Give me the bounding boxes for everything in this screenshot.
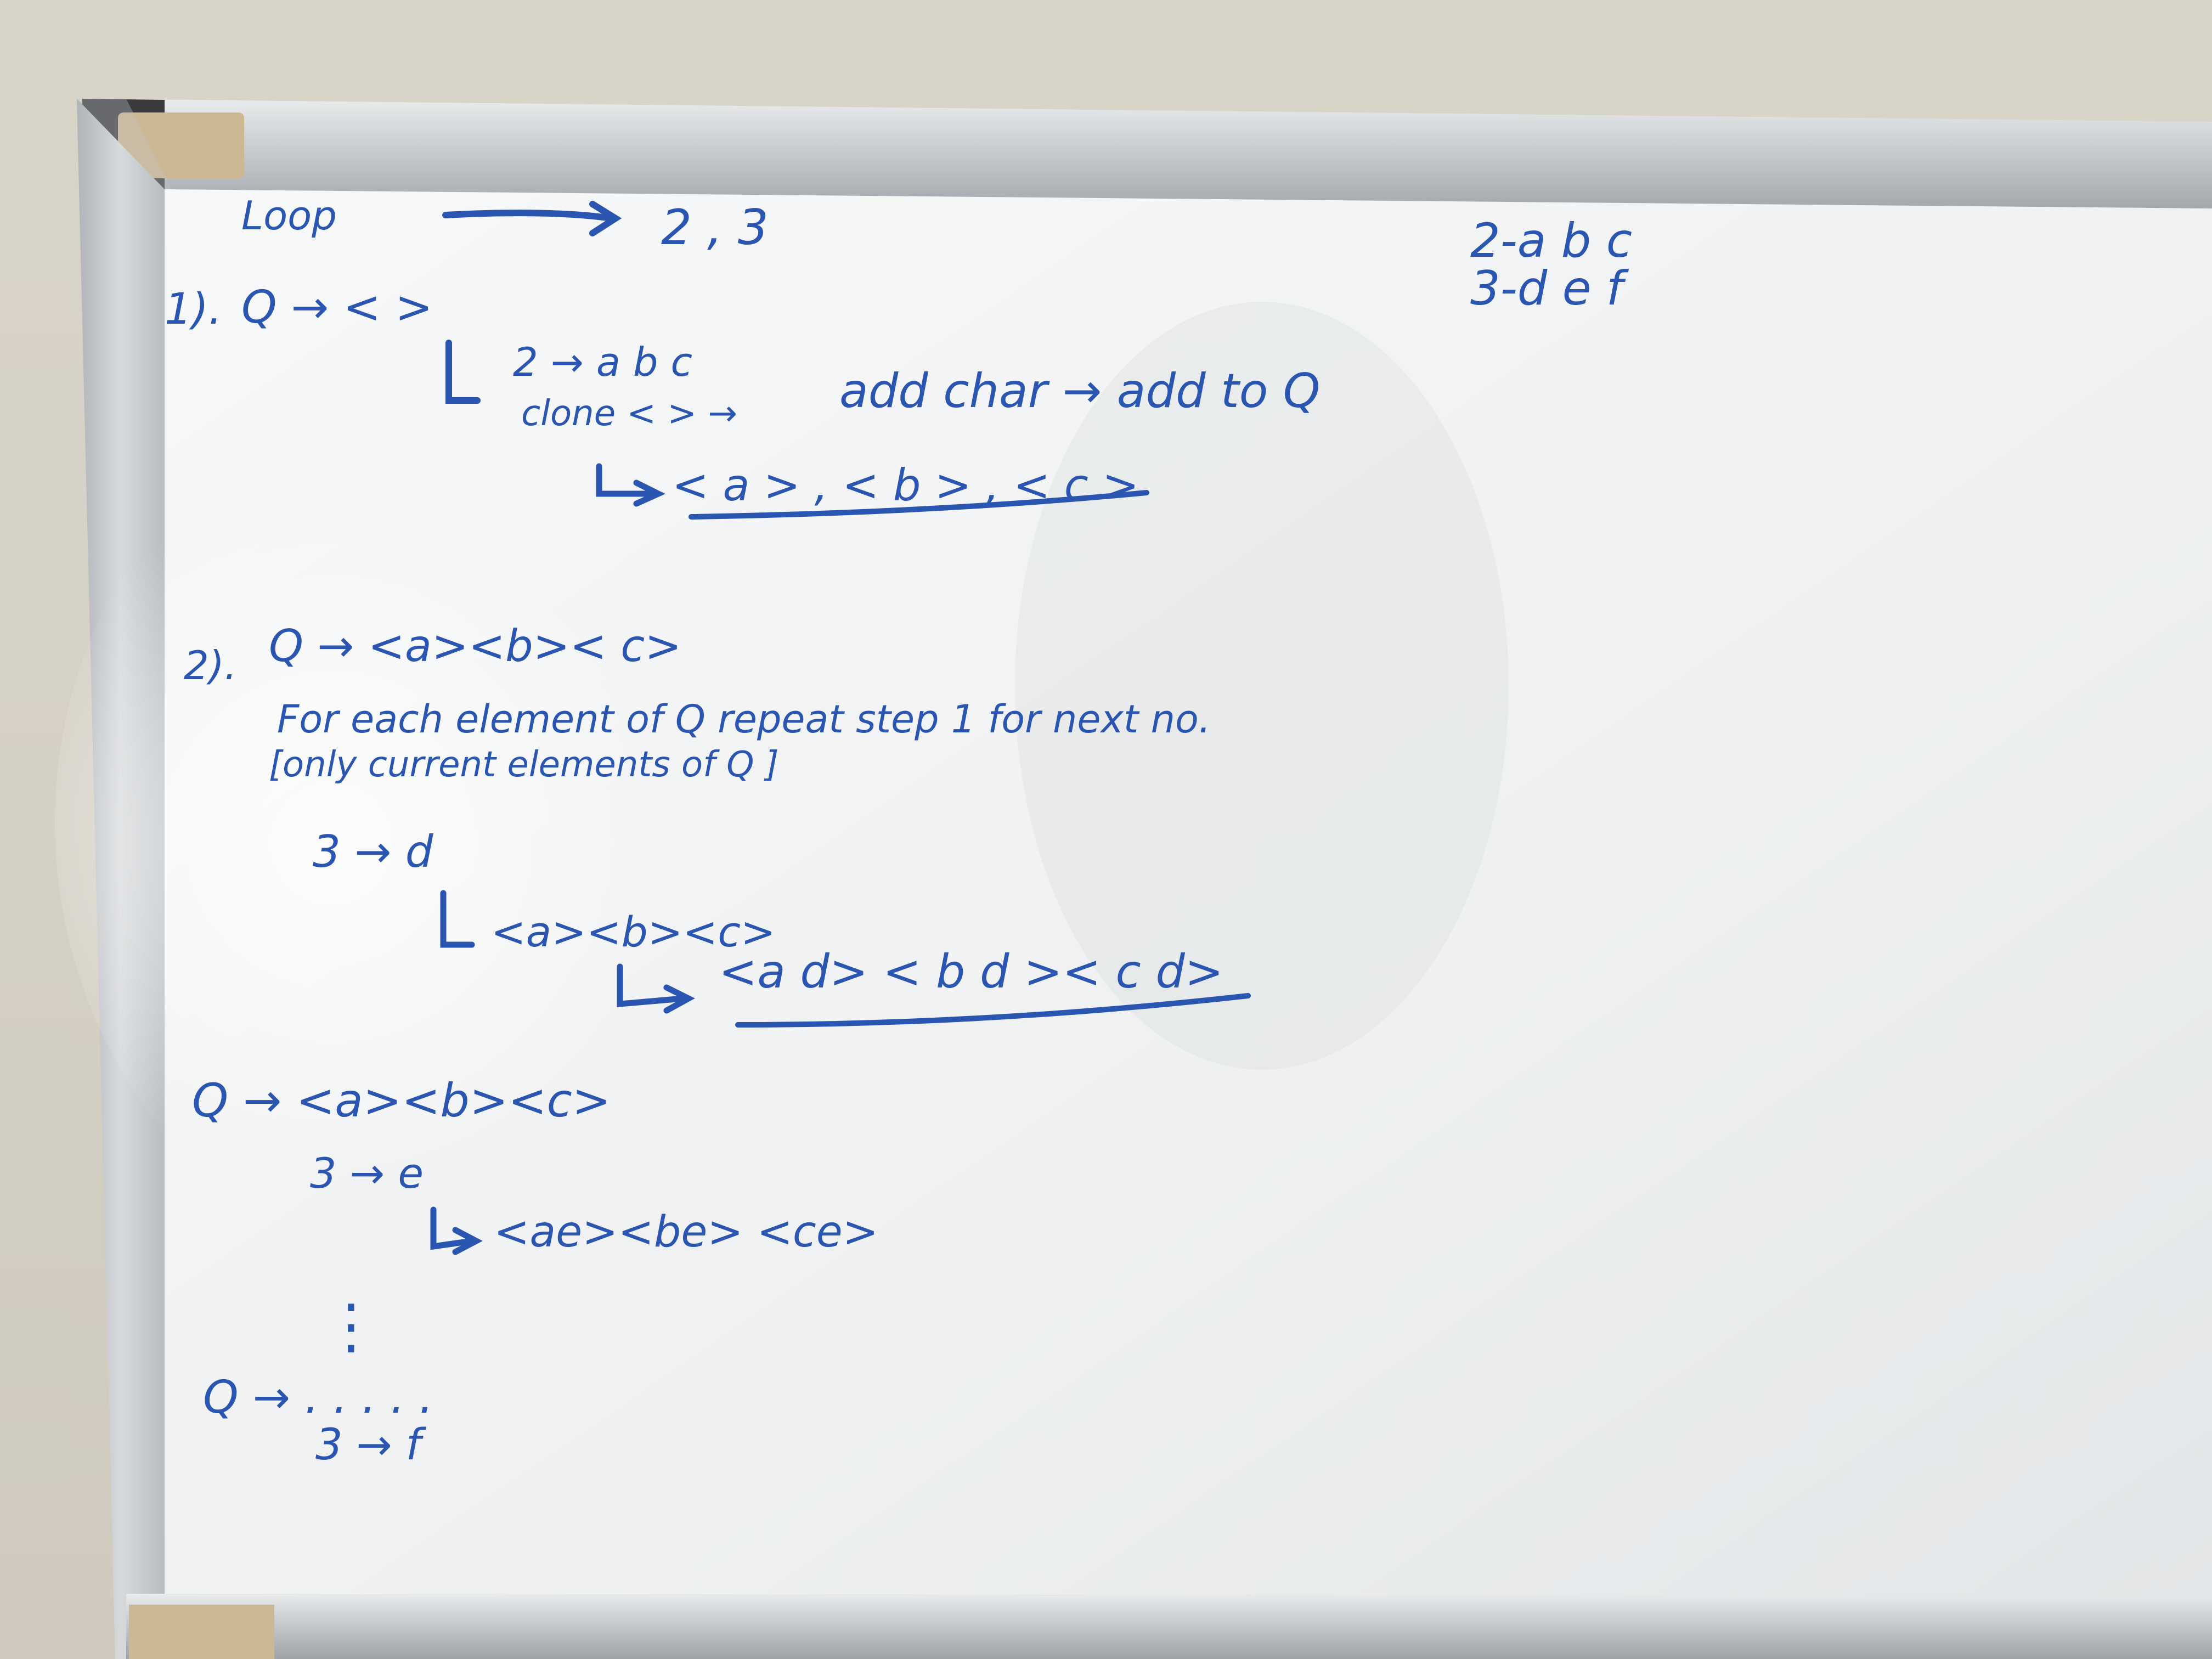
step3-digit-line: 3 → e bbox=[310, 1149, 424, 1198]
step3-branch-icon bbox=[430, 1206, 483, 1255]
step3-result-line: <ae><be> <ce> bbox=[494, 1207, 878, 1257]
handwritten-notes: Loop 2 , 3 2-a b c 3-d e f 1). Q → < > 2… bbox=[165, 193, 1632, 1470]
step2-result-branch-icon bbox=[617, 963, 695, 1014]
loop-targets: 2 , 3 bbox=[661, 199, 769, 256]
step2-branch-icon bbox=[440, 890, 475, 948]
step1-digit-line: 2 → a b c bbox=[513, 339, 692, 385]
step1-result-line: < a > , < b > , < c > bbox=[672, 460, 1139, 511]
step1-number: 1). bbox=[165, 285, 222, 334]
step2-number: 2). bbox=[184, 642, 237, 689]
continuation-queue-line: Q → . . . . . bbox=[203, 1372, 433, 1424]
step3-queue-line: Q → <a><b><c> bbox=[192, 1074, 611, 1127]
continuation-digit-line: 3 → f bbox=[315, 1420, 427, 1470]
loop-label: Loop bbox=[241, 193, 337, 239]
step2-instruction: For each element of Q repeat step 1 for … bbox=[277, 697, 1211, 742]
continuation-dots: ⋮ bbox=[321, 1291, 381, 1361]
step1-branch-icon bbox=[445, 340, 481, 404]
step2-queue-values: <a><b><c> bbox=[491, 907, 776, 956]
step1-result-branch-icon bbox=[596, 463, 665, 507]
step1-result-underline bbox=[689, 490, 1149, 520]
loop-arrow-icon bbox=[442, 201, 622, 236]
digit-map-3: 3-d e f bbox=[1470, 261, 1629, 316]
step2-queue-line: Q → <a><b>< c> bbox=[269, 620, 681, 672]
step1-queue-line: Q → < > bbox=[241, 281, 433, 334]
step2-digit-line: 3 → d bbox=[313, 826, 434, 877]
step1-clone-line: clone < > → bbox=[521, 393, 737, 434]
step2-result-underline bbox=[735, 993, 1251, 1028]
step2-result-line: <a d> < b d >< c d> bbox=[719, 945, 1223, 998]
step2-note: [only current elements of Q ] bbox=[269, 744, 779, 785]
step1-action-line: add char → add to Q bbox=[839, 364, 1320, 419]
digit-map-2: 2-a b c bbox=[1470, 213, 1632, 268]
